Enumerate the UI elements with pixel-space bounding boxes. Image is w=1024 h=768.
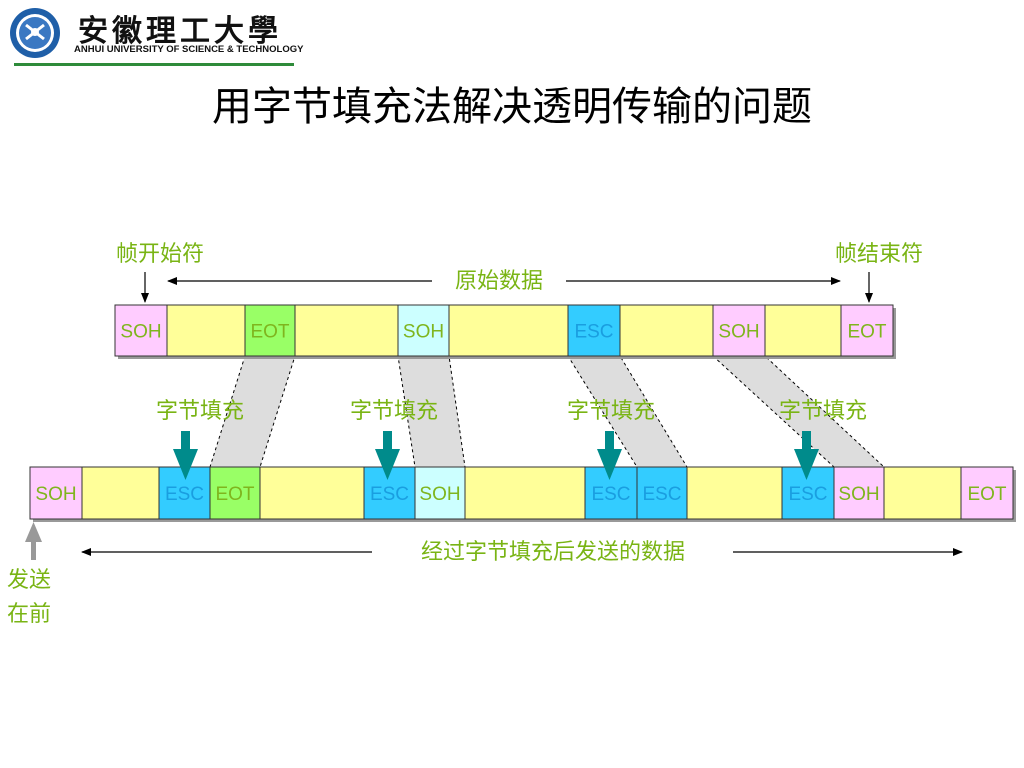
frame-cell-label: ESC xyxy=(574,322,613,343)
byte-stuffing-label: 字节填充 xyxy=(156,399,244,424)
insert-esc-arrow xyxy=(375,431,400,480)
stuffed-frame: SOH ESC EOT ESC SOH ESC ESC ESC SOH EOT xyxy=(29,466,1016,522)
frame-cell-soh: SOH xyxy=(397,304,450,357)
university-seal-icon xyxy=(10,8,60,58)
frame-cell-soh: SOH xyxy=(833,466,885,520)
frame-cell-label: SOH xyxy=(403,322,444,343)
send-first-label-line2: 在前 xyxy=(7,602,51,627)
frame-cell-esc: ESC xyxy=(781,466,835,520)
frame-cell-data xyxy=(619,304,714,357)
frame-cell-esc: ESC xyxy=(636,466,688,520)
insert-esc-arrow xyxy=(597,431,622,480)
frame-cell-label: ESC xyxy=(165,484,204,505)
byte-stuffing-label: 字节填充 xyxy=(567,399,655,424)
frame-cell-eot: EOT xyxy=(840,304,894,357)
frame-cell-data xyxy=(883,466,962,520)
university-name-cn: 安徽理工大學 xyxy=(78,14,282,49)
frame-cell-label: SOH xyxy=(120,322,161,343)
frame-cell-label: EOT xyxy=(250,322,289,343)
university-logo: 安徽理工大學 ANHUI UNIVERSITY OF SCIENCE & TEC… xyxy=(8,4,308,64)
frame-cell-data xyxy=(464,466,586,520)
frame-cell-label: EOT xyxy=(967,484,1006,505)
send-first-label-line1: 发送 xyxy=(7,568,51,593)
frame-cell-esc: ESC xyxy=(363,466,416,520)
frame-cell-eot: EOT xyxy=(960,466,1014,520)
frame-cell-data xyxy=(764,304,842,357)
frame-cell-esc: ESC xyxy=(567,304,621,357)
frame-cell-label: ESC xyxy=(788,484,827,505)
frame-cell-data xyxy=(294,304,399,357)
frame-cell-label: SOH xyxy=(35,484,76,505)
insert-esc-arrow xyxy=(794,431,819,480)
frame-cell-label: SOH xyxy=(419,484,460,505)
frame-cell-label: ESC xyxy=(370,484,409,505)
frame-cell-esc: ESC xyxy=(158,466,211,520)
frame-cell-soh: SOH xyxy=(414,466,466,520)
send-first-arrow xyxy=(25,522,42,560)
mapping-band xyxy=(209,355,296,468)
frame-cell-eot: EOT xyxy=(209,466,261,520)
frame-cell-data xyxy=(81,466,160,520)
frame-cell-label: EOT xyxy=(847,322,886,343)
frame-cell-label: SOH xyxy=(838,484,879,505)
header-rule xyxy=(14,63,294,66)
frame-cell-soh: SOH xyxy=(114,304,168,357)
byte-stuffing-label: 字节填充 xyxy=(350,399,438,424)
frame-cell-soh: SOH xyxy=(712,304,766,357)
frame-cell-eot: EOT xyxy=(244,304,296,357)
insert-esc-arrow xyxy=(173,431,198,480)
frame-cell-label: SOH xyxy=(718,322,759,343)
frame-cell-soh: SOH xyxy=(29,466,83,520)
byte-stuffing-label: 字节填充 xyxy=(779,399,867,424)
frame-cell-data xyxy=(166,304,246,357)
stuffed-data-label: 经过字节填充后发送的数据 xyxy=(421,540,685,565)
page-title: 用字节填充法解决透明传输的问题 xyxy=(212,84,812,130)
frame-end-label: 帧结束符 xyxy=(835,242,923,267)
frame-cell-data xyxy=(259,466,365,520)
original-data-label: 原始数据 xyxy=(455,269,543,294)
frame-cell-label: EOT xyxy=(215,484,254,505)
frame-cell-label: ESC xyxy=(591,484,630,505)
frame-cell-data xyxy=(686,466,783,520)
frame-start-label: 帧开始符 xyxy=(116,242,204,267)
mapping-band xyxy=(711,355,886,468)
frame-cell-label: ESC xyxy=(642,484,681,505)
original-frame: SOH EOT SOH ESC SOH EOT xyxy=(114,304,896,359)
frame-cell-data xyxy=(448,304,569,357)
university-name-en: ANHUI UNIVERSITY OF SCIENCE & TECHNOLOGY xyxy=(74,44,304,55)
